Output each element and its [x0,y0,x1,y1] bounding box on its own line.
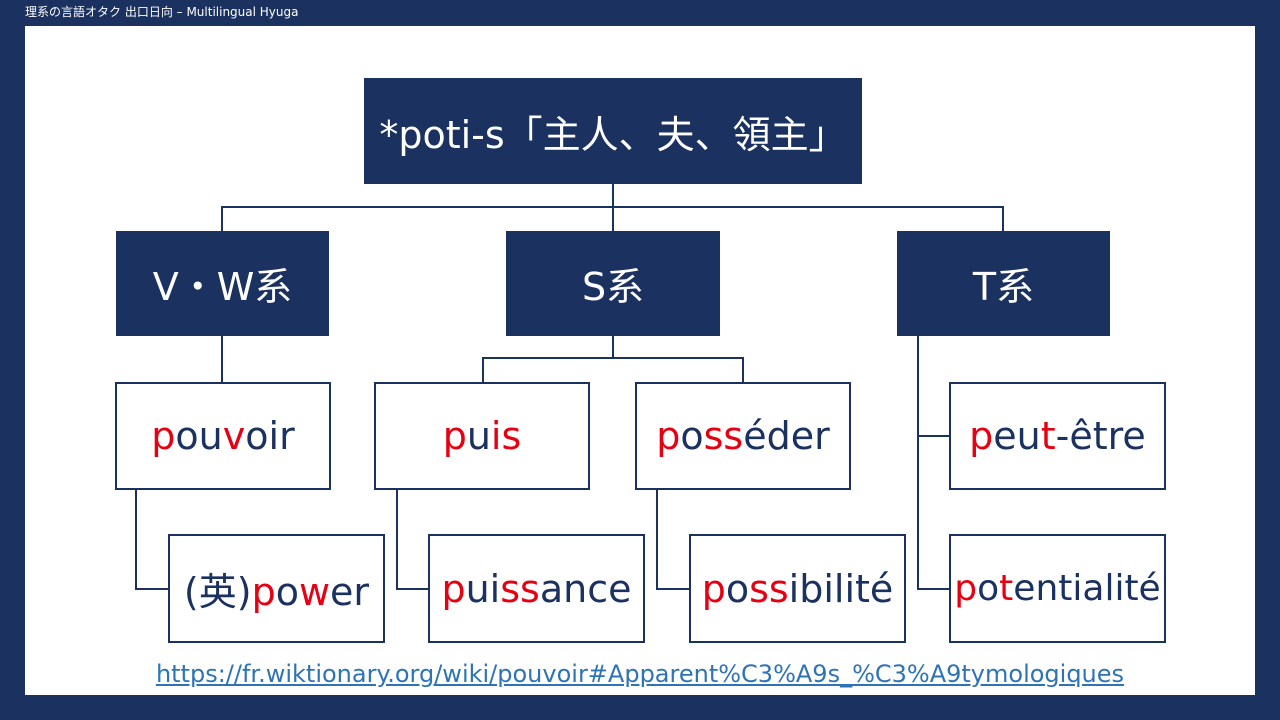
word-segment: -être [1055,414,1146,458]
word-segment: ui [465,566,501,611]
source-link[interactable]: https://fr.wiktionary.org/wiki/pouvoir#A… [155,660,1125,688]
word-segment: o [725,566,750,611]
slide: *poti-s「主人、夫、領主」 V・W系 S系 T系 pouvoir puis… [25,26,1255,695]
connector-line [656,490,658,590]
branch-s: S系 [506,231,720,336]
highlighted-letters: ss [500,566,540,611]
connector-line [612,206,614,231]
branch-t: T系 [897,231,1110,336]
word-label: puis [443,414,522,458]
connector-line [612,336,614,358]
word-posseder: posséder [635,382,851,490]
connector-line [482,357,484,382]
word-segment: oir [245,414,295,458]
word-power: (英)power [168,534,385,643]
highlighted-letters: v [222,414,246,458]
word-segment: u [466,414,491,458]
highlighted-letters: p [251,570,276,614]
word-segment: eu [993,414,1041,458]
highlighted-letters: ss [749,566,789,611]
word-label: possibilité [702,567,894,611]
highlighted-letters: p [701,566,726,611]
word-segment: o [680,414,704,458]
word-segment: entialité [1013,568,1161,609]
word-segment: ance [539,566,632,611]
word-label: potentialité [954,568,1160,609]
word-label: peut-être [969,414,1146,458]
highlighted-letters: p [442,414,467,458]
connector-line [221,336,223,382]
word-possibilite: possibilité [689,534,906,643]
connector-line [612,184,614,207]
branch-s-label: S系 [581,265,645,309]
connector-line [221,206,223,231]
header-text: 理系の言語オタク 出口日向 – Multilingual Hyuga [25,5,299,19]
connector-line [135,588,168,590]
connector-line [917,588,949,590]
connector-line [482,357,744,359]
highlighted-letters: p [656,414,681,458]
word-segment: (英) [183,570,252,614]
highlighted-letters: t [1040,414,1056,458]
word-pouvoir: pouvoir [115,382,331,490]
word-peut-etre: peut-être [949,382,1166,490]
word-puis: puis [374,382,590,490]
highlighted-letters: w [298,570,331,614]
branch-t-label: T系 [972,265,1035,309]
highlighted-letters: t [999,568,1014,609]
word-segment: éder [743,414,830,458]
word-segment: o [977,568,1000,609]
highlighted-letters: ss [703,414,744,458]
connector-line [135,490,137,590]
connector-line [656,588,689,590]
connector-line [917,435,949,437]
highlighted-letters: p [151,414,176,458]
word-label: puissance [441,567,631,611]
word-segment: ibilité [788,566,894,611]
connector-line [917,336,919,590]
highlighted-letters: is [490,414,522,458]
connector-line [396,490,398,590]
word-label: pouvoir [151,414,294,458]
highlighted-letters: p [969,414,994,458]
connector-line [1002,206,1004,231]
highlighted-letters: p [441,566,466,611]
root-node: *poti-s「主人、夫、領主」 [364,78,862,184]
branch-vw-label: V・W系 [152,265,293,309]
root-label: *poti-s「主人、夫、領主」 [379,112,847,157]
word-label: (英)power [184,561,369,616]
word-potentialite: potentialité [949,534,1166,643]
word-segment: o [275,570,299,614]
word-segment: er [330,570,370,614]
connector-line [742,357,744,382]
word-segment: ou [175,414,223,458]
highlighted-letters: p [954,568,978,609]
branch-vw: V・W系 [116,231,329,336]
word-puissance: puissance [428,534,645,643]
connector-line [396,588,429,590]
word-label: posséder [656,414,830,458]
